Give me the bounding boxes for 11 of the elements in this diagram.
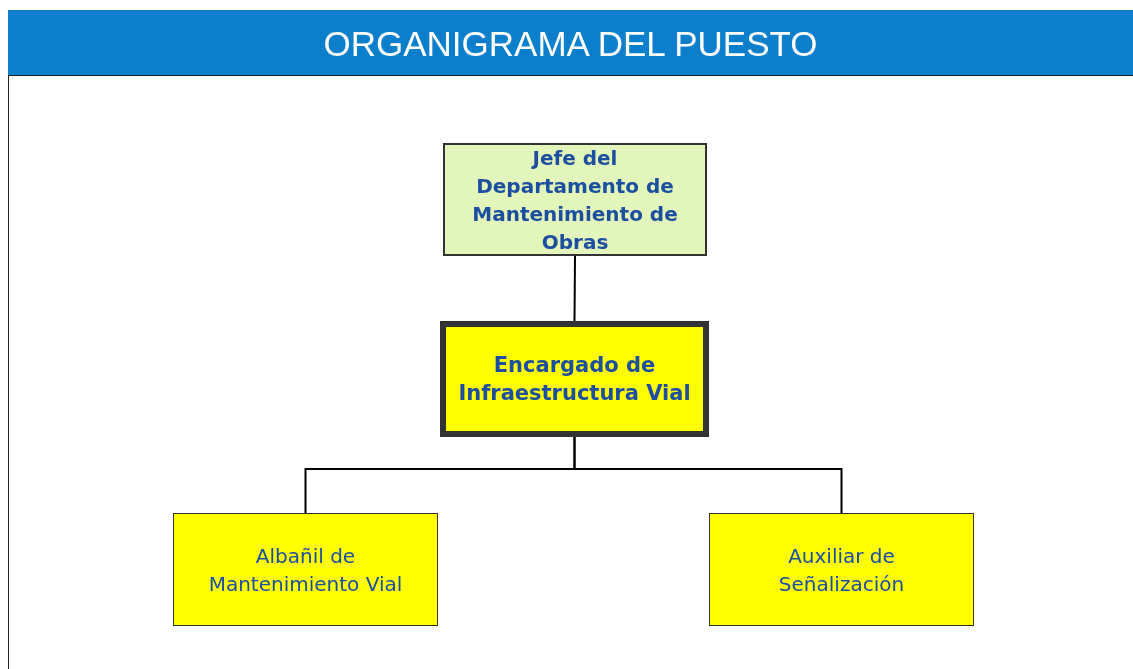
position-box <box>173 513 438 626</box>
title: ORGANIGRAMA DEL PUESTO <box>322 24 819 64</box>
connector-line <box>573 255 576 322</box>
position-box <box>443 143 707 256</box>
connector-line <box>573 436 843 514</box>
position-title: Auxiliar de Señalización <box>777 542 906 598</box>
position-title: Encargado de Infraestructura Vial <box>457 352 692 407</box>
position-title: Albañil de Mantenimiento Vial <box>207 542 404 598</box>
position-box <box>709 513 974 626</box>
position-title: Jefe del Departamento de Mantenimiento de Obras <box>471 144 679 256</box>
highlighted-position-box <box>440 321 709 437</box>
